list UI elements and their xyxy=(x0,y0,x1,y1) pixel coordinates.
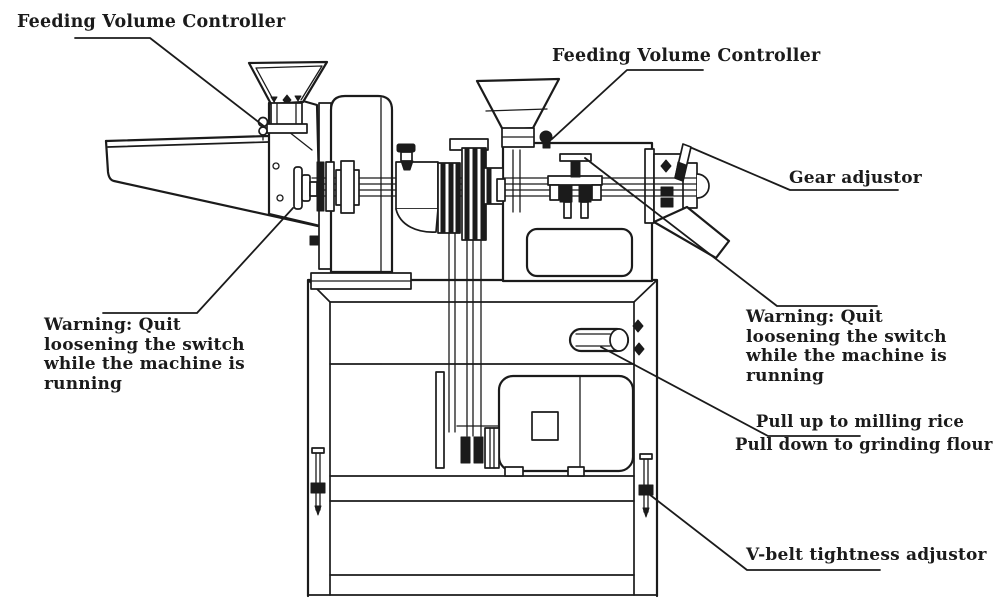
bearing-gearbox xyxy=(395,143,439,233)
leader-pull-handle xyxy=(600,346,861,437)
belt-drive xyxy=(435,232,500,469)
label-gear-adjustor: Gear adjustor xyxy=(789,168,922,188)
discharge-trough xyxy=(104,134,320,228)
milling-unit xyxy=(475,77,731,283)
label-pull-up: Pull up to milling rice xyxy=(755,412,965,431)
left-hopper xyxy=(247,60,329,134)
label-feeding-volume-controller-right: Feeding Volume Controller xyxy=(552,46,821,66)
leader-v-belt xyxy=(644,490,881,571)
feeding-volume-knob-right xyxy=(539,130,553,149)
label-feeding-volume-controller-left: Feeding Volume Controller xyxy=(17,12,286,32)
label-v-belt-tightness-adjustor: V-belt tightness adjustor xyxy=(746,545,987,565)
label-warning-left: Warning: Quit loosening the switch while… xyxy=(44,315,245,394)
grinder-assembly xyxy=(104,60,412,290)
t-bolt-clamp xyxy=(547,153,603,219)
shaft-coupling-cross xyxy=(335,160,360,214)
label-pull-handle: Pull up to milling rice Pull down to gri… xyxy=(735,410,993,456)
leader-feeding-volume-left xyxy=(74,37,266,128)
mode-selector-handle xyxy=(568,319,645,356)
label-warning-right: Warning: Quit loosening the switch while… xyxy=(746,307,947,386)
v-belt-pulleys xyxy=(437,138,506,241)
shaft-components xyxy=(293,138,603,241)
switch-handwheel xyxy=(293,161,335,212)
leader-feeding-volume-right xyxy=(551,69,704,140)
electric-motor xyxy=(456,374,635,477)
v-belt-tightness-bolt-left xyxy=(310,447,326,516)
right-hopper xyxy=(475,77,561,148)
gear-adjustor-lever xyxy=(674,143,692,182)
leader-warning-right xyxy=(584,157,878,307)
label-pull-down: Pull down to grinding flour xyxy=(735,435,993,454)
leader-gear-adjustor xyxy=(691,147,899,191)
leader-warning-left xyxy=(102,207,294,314)
inspection-window xyxy=(525,227,634,278)
leader-lines xyxy=(74,37,899,571)
v-belt-tightness-bolt-right xyxy=(638,453,654,518)
